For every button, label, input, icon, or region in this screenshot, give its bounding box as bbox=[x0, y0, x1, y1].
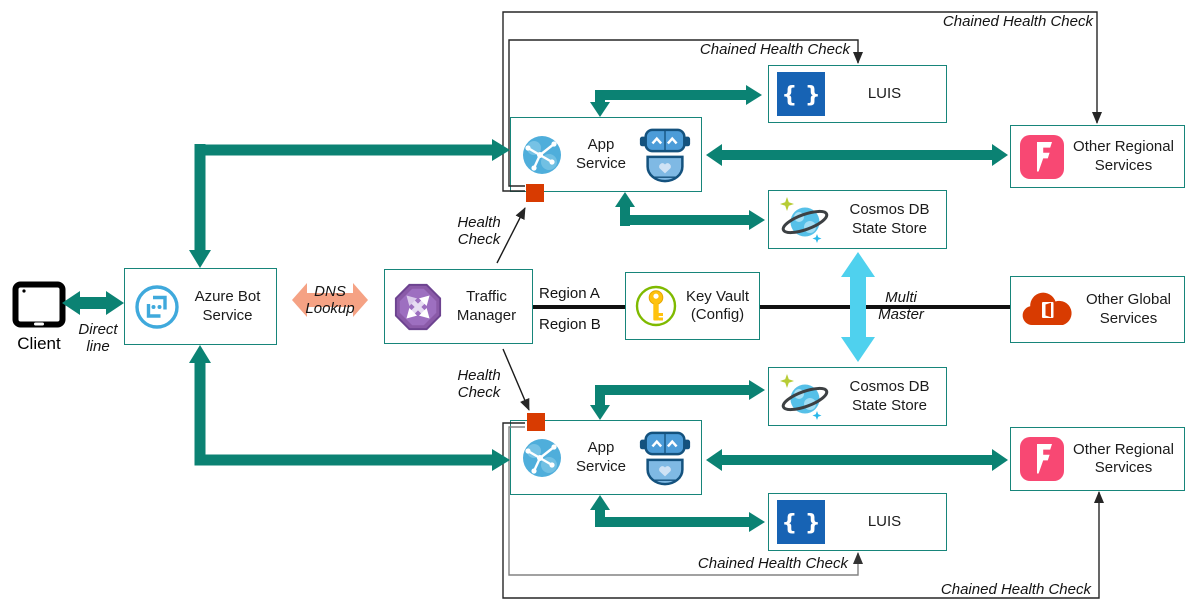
arrow-appservice-regional-bottom bbox=[706, 449, 1008, 471]
regional-services-icon bbox=[1019, 436, 1065, 482]
arrow-botservice-appservice-bottom-head1 bbox=[189, 345, 211, 363]
arrow-client-botservice bbox=[62, 291, 124, 315]
chained-health-check-label-top-inner: Chained Health Check bbox=[699, 41, 850, 58]
traffic-manager-icon bbox=[393, 282, 443, 332]
chained-health-check-label-bottom-outer: Chained Health Check bbox=[940, 581, 1091, 598]
node-label: Key Vault (Config) bbox=[685, 287, 750, 323]
node-label: App Service bbox=[575, 439, 627, 475]
region-b-label: Region B bbox=[539, 316, 601, 333]
luis-icon: { } bbox=[777, 72, 825, 116]
cosmos-db-icon bbox=[777, 372, 835, 422]
chained-health-check-label-top-outer: Chained Health Check bbox=[942, 13, 1093, 30]
bot-icon bbox=[637, 428, 693, 488]
node-label: Other Global Services bbox=[1085, 291, 1172, 327]
node-label: Azure Bot Service bbox=[194, 288, 261, 324]
node-label: LUIS bbox=[867, 84, 902, 102]
global-services-cloud-icon bbox=[1019, 290, 1075, 330]
bot-icon bbox=[637, 125, 693, 185]
node-cosmos-db-top: Cosmos DB State Store bbox=[768, 190, 947, 249]
arrow-appservice-regional-top bbox=[706, 144, 1008, 166]
azure-bot-service-icon bbox=[133, 283, 181, 331]
node-label: Cosmos DB State Store bbox=[849, 201, 930, 237]
node-label: Traffic Manager bbox=[456, 288, 517, 324]
node-azure-bot-service: Azure Bot Service bbox=[124, 268, 277, 345]
node-other-regional-top: Other Regional Services bbox=[1010, 125, 1185, 188]
app-service-icon bbox=[519, 132, 565, 178]
regional-services-icon bbox=[1019, 134, 1065, 180]
region-a-label: Region A bbox=[539, 285, 600, 302]
app-service-icon bbox=[519, 435, 565, 481]
health-check-label-top: Health Check bbox=[457, 214, 501, 249]
arrow-botservice-appservice-top-head1 bbox=[189, 250, 211, 268]
node-luis-top: { } LUIS bbox=[768, 65, 947, 123]
node-app-service-bottom: App Service bbox=[510, 420, 702, 495]
client-label: Client bbox=[17, 334, 61, 353]
svg-text:{ }: { } bbox=[782, 83, 821, 108]
key-vault-icon bbox=[634, 284, 678, 328]
health-check-label-bottom: Health Check bbox=[457, 367, 501, 402]
node-luis-bottom: { } LUIS bbox=[768, 493, 947, 551]
arrow-appservice-luis-bottom bbox=[590, 495, 610, 510]
node-label: Other Regional Services bbox=[1073, 138, 1174, 174]
cosmos-db-icon bbox=[777, 195, 835, 245]
node-app-service-top: App Service bbox=[510, 117, 702, 192]
dns-lookup-label: DNS Lookup bbox=[305, 283, 355, 318]
node-traffic-manager: Traffic Manager bbox=[384, 269, 533, 344]
direct-line-label: Direct line bbox=[78, 321, 118, 356]
arrow-appservice-cosmos-bottom bbox=[590, 405, 610, 420]
node-label: LUIS bbox=[867, 512, 902, 530]
luis-icon: { } bbox=[777, 500, 825, 544]
node-key-vault: Key Vault (Config) bbox=[625, 272, 760, 340]
node-other-regional-bottom: Other Regional Services bbox=[1010, 427, 1185, 491]
svg-text:{ }: { } bbox=[782, 511, 821, 536]
arrow-appservice-luis-top bbox=[590, 102, 610, 117]
node-cosmos-db-bottom: Cosmos DB State Store bbox=[768, 367, 947, 426]
node-other-global: Other Global Services bbox=[1010, 276, 1185, 343]
chained-health-check-label-bottom-inner: Chained Health Check bbox=[697, 555, 848, 572]
multi-master-label: Multi Master bbox=[878, 289, 924, 324]
node-label: App Service bbox=[575, 136, 627, 172]
node-label: Other Regional Services bbox=[1073, 440, 1174, 476]
client-tablet-icon bbox=[12, 281, 66, 331]
arrow-appservice-cosmos-top bbox=[615, 192, 635, 207]
node-label: Cosmos DB State Store bbox=[849, 378, 930, 414]
